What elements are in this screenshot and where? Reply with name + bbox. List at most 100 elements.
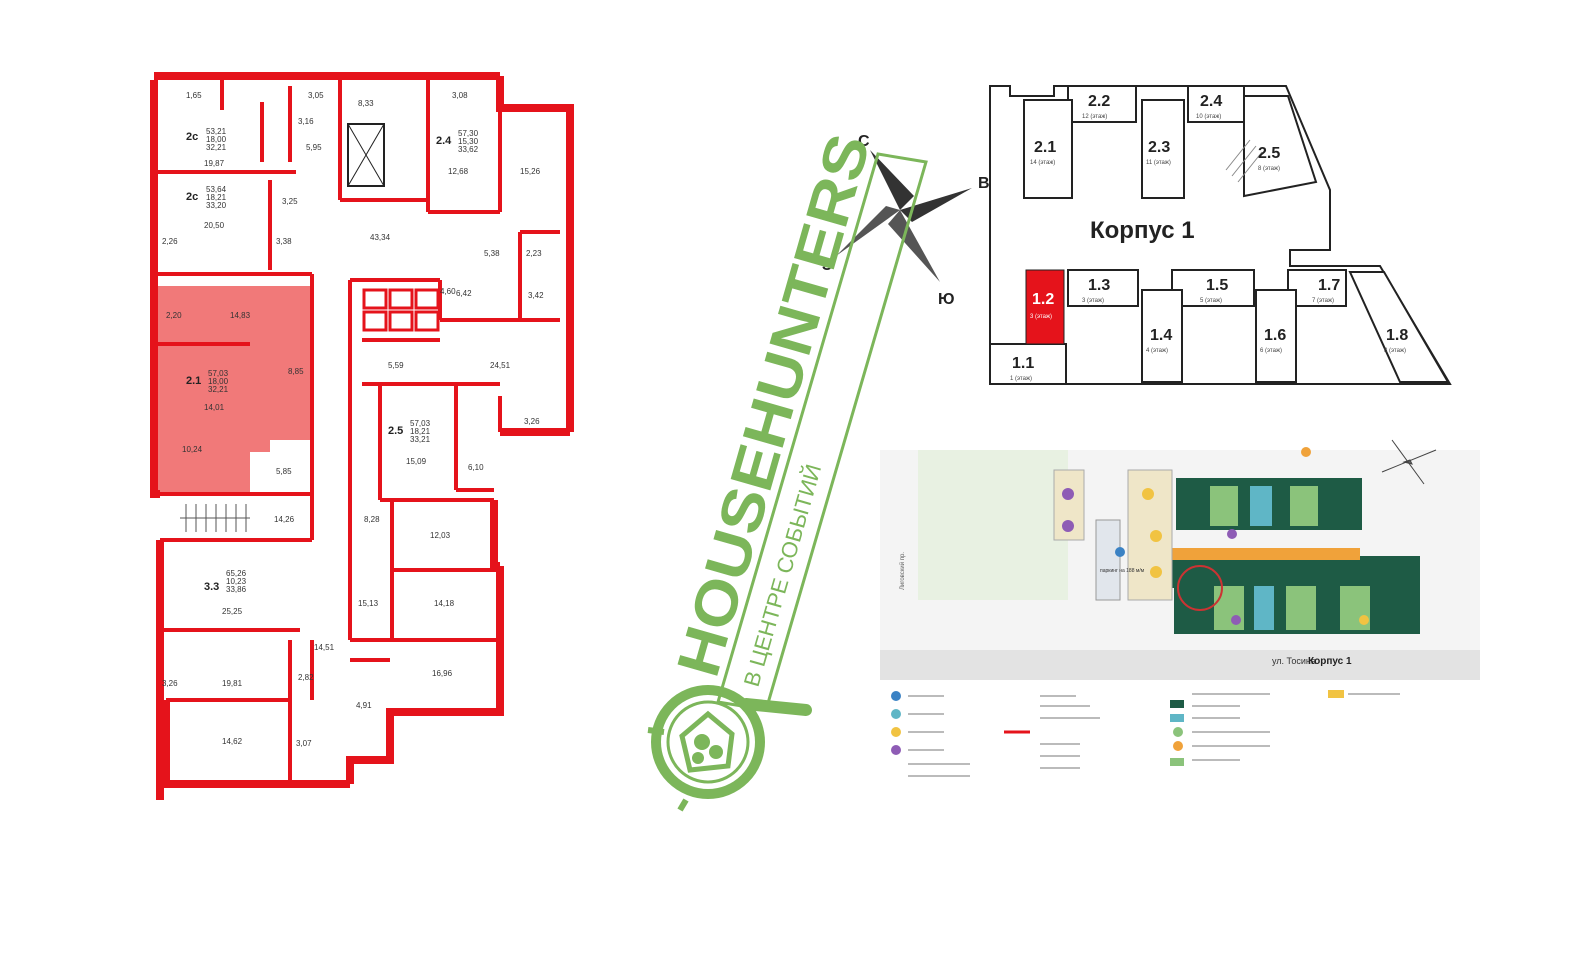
- compass-north-label: С: [858, 133, 870, 150]
- room-type-2-1: 2.1: [186, 375, 201, 387]
- room-vals-2-1-1: 18,00: [208, 377, 229, 386]
- section-box-1-4[interactable]: [1141, 289, 1183, 383]
- room-type-3-3: 3.3: [204, 581, 219, 593]
- building-title: Корпус 1: [1090, 217, 1195, 244]
- room-vals-2c-a-0: 53,21: [206, 127, 227, 136]
- section-1-6-num: 1.6: [1264, 327, 1286, 344]
- room-area-15-26: 15,26: [520, 167, 541, 176]
- room-area-3-07: 3,07: [296, 739, 312, 748]
- section-box-1-1[interactable]: [989, 343, 1067, 385]
- section-1-3-floors: 3 (этаж): [1082, 298, 1104, 304]
- staircase: [180, 504, 250, 532]
- section-box-1-2-selected[interactable]: [1025, 269, 1065, 345]
- room-area-3-08: 3,08: [452, 91, 468, 100]
- interior-walls: [154, 80, 560, 784]
- room-area-8-33: 8,33: [358, 99, 374, 108]
- room-area-24-51: 24,51: [490, 361, 511, 370]
- room-vals-2-4-1: 15,30: [458, 137, 479, 146]
- room-type-2c-b: 2с: [186, 191, 198, 203]
- compass-east-label: В: [978, 175, 990, 192]
- room-area-6-10: 6,10: [468, 463, 484, 472]
- elevator-shaft: [347, 123, 385, 187]
- room-area-14-83: 14,83: [230, 311, 251, 320]
- room-area-5-85: 5,85: [276, 467, 292, 476]
- section-box-2-2[interactable]: [1067, 85, 1137, 123]
- selected-building-marker[interactable]: [1177, 565, 1223, 611]
- section-2-2-floors: 12 (этаж): [1082, 114, 1107, 120]
- room-area-43-34: 43,34: [370, 233, 391, 242]
- site-building-label: Корпус 1: [1308, 656, 1352, 667]
- room-vals-3-3-0: 65,26: [226, 569, 247, 578]
- section-2-2-num: 2.2: [1088, 93, 1110, 110]
- room-area-3-26: 3,26: [524, 417, 540, 426]
- site-street-label: ул. Тосина: [1272, 656, 1316, 666]
- room-area-3-16: 3,16: [298, 117, 314, 126]
- room-vals-3-3-1: 10,23: [226, 577, 247, 586]
- site-compass: [1381, 439, 1437, 485]
- park-area: [918, 450, 1068, 600]
- site-buildings: [1053, 469, 1420, 634]
- compass-rose: С В З Ю: [822, 133, 990, 308]
- room-area-2-26: 2,26: [162, 237, 178, 246]
- room-vals-2c-a-1: 18,00: [206, 135, 227, 144]
- room-area-19-81: 19,81: [222, 679, 243, 688]
- room-area-14-51: 14,51: [314, 643, 335, 652]
- room-vals-2-5-0: 57,03: [410, 419, 431, 428]
- room-area-14-18: 14,18: [434, 599, 455, 608]
- street-band: [880, 650, 1480, 680]
- room-area-2-20: 2,20: [166, 311, 182, 320]
- room-vals-2-5-2: 33,21: [410, 435, 431, 444]
- room-area-8-85: 8,85: [288, 367, 304, 376]
- room-area-15-13: 15,13: [358, 599, 379, 608]
- section-box-1-3[interactable]: [1067, 269, 1139, 307]
- section-box-1-6[interactable]: [1255, 289, 1297, 383]
- section-box-1-5[interactable]: [1171, 269, 1255, 307]
- section-1-5-floors: 5 (этаж): [1200, 298, 1222, 304]
- room-area-4-60: 4,60: [440, 287, 456, 296]
- exterior-walls: [150, 72, 574, 800]
- room-vals-2-1-2: 32,21: [208, 385, 229, 394]
- room-vals-2-1-0: 57,03: [208, 369, 229, 378]
- room-type-2-5: 2.5: [388, 425, 403, 437]
- room-area-19-87: 19,87: [204, 159, 225, 168]
- room-area-4-91: 4,91: [356, 701, 372, 710]
- room-vals-2-4-2: 33,62: [458, 145, 479, 154]
- section-2-3-num: 2.3: [1148, 139, 1170, 156]
- section-box-1-7[interactable]: [1287, 269, 1347, 307]
- room-area-12-68: 12,68: [448, 167, 469, 176]
- section-box-1-8[interactable]: [1348, 271, 1450, 383]
- section-box-2-5[interactable]: [1243, 95, 1318, 198]
- section-1-5-num: 1.5: [1206, 277, 1228, 294]
- promenade-strip: [1160, 548, 1360, 560]
- section-box-2-4[interactable]: [1187, 85, 1245, 123]
- section-1-4-floors: 4 (этаж): [1146, 348, 1168, 354]
- room-area-15-09: 15,09: [406, 457, 427, 466]
- section-1-2-num: 1.2: [1032, 291, 1054, 308]
- room-area-16-96: 16,96: [432, 669, 453, 678]
- room-area-14-62: 14,62: [222, 737, 243, 746]
- compass-west-label: З: [822, 257, 832, 274]
- room-labels: 1,65 3,05 2с 53,21 18,00 32,21 19,87 3,1…: [162, 91, 544, 748]
- room-vals-2-4-0: 57,30: [458, 129, 479, 138]
- room-vals-3-3-2: 33,86: [226, 585, 247, 594]
- section-1-2-floors: 3 (этаж): [1030, 314, 1052, 320]
- section-1-7-num: 1.7: [1318, 277, 1340, 294]
- section-2-4-num: 2.4: [1200, 93, 1222, 110]
- section-2-1-num: 2.1: [1034, 139, 1056, 156]
- room-area-3-26b: 3,26: [162, 679, 178, 688]
- magnifier-house-icon: [647, 685, 812, 812]
- section-2-5-floors: 8 (этаж): [1258, 166, 1280, 172]
- section-numbers: 2.2 2.4 2.1 2.3 2.5 1.2 1.3 1.5 1.7 1.4 …: [1012, 93, 1408, 372]
- room-vals-2c-b-2: 33,20: [206, 201, 227, 210]
- selected-apartment-highlight[interactable]: [158, 286, 312, 494]
- section-1-6-floors: 6 (этаж): [1260, 348, 1282, 354]
- section-plan: Корпус 1 2.2 2.4 2.1 2.3 2.5 1.2 1.3 1.5…: [989, 85, 1452, 385]
- room-area-14-01: 14,01: [204, 403, 225, 412]
- section-box-2-3[interactable]: [1141, 99, 1185, 199]
- section-2-1-floors: 14 (этаж): [1030, 160, 1055, 166]
- room-area-2-23: 2,23: [526, 249, 542, 258]
- room-area-5-59: 5,59: [388, 361, 404, 370]
- room-area-25-25: 25,25: [222, 607, 243, 616]
- section-box-2-1[interactable]: [1023, 99, 1073, 199]
